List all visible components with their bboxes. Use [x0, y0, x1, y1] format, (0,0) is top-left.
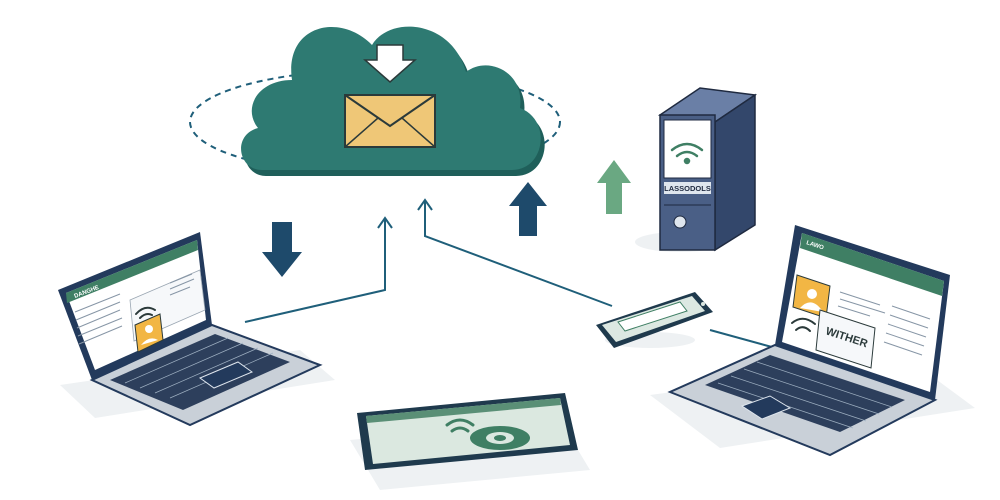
download-arrow-icon	[363, 44, 417, 83]
user-avatar-icon	[134, 313, 164, 353]
download-arrow-icon	[262, 222, 302, 277]
wifi-icon	[670, 142, 704, 165]
phone-connection	[424, 200, 613, 307]
laptop-right: LAWO WITHER	[667, 225, 950, 457]
upload-arrow-icon	[509, 182, 547, 236]
upload-arrow-icon	[597, 160, 631, 214]
laptop-right-header: LAWO	[805, 240, 824, 251]
tablet-icon	[357, 393, 578, 470]
envelope-icon	[344, 44, 436, 148]
power-button-icon	[673, 215, 687, 229]
wifi-icon	[445, 418, 475, 433]
server-label: LASSODOLS	[664, 184, 711, 193]
user-avatar-icon	[792, 274, 831, 319]
wifi-icon	[135, 306, 156, 319]
laptop-left: DANGHE	[58, 232, 323, 427]
trackpad	[740, 395, 792, 420]
smartphone-icon	[596, 292, 713, 348]
laptop-left-connection	[244, 220, 386, 323]
trackpad	[198, 361, 254, 389]
wifi-icon	[791, 317, 816, 332]
server-icon: LASSODOLS	[657, 87, 758, 252]
